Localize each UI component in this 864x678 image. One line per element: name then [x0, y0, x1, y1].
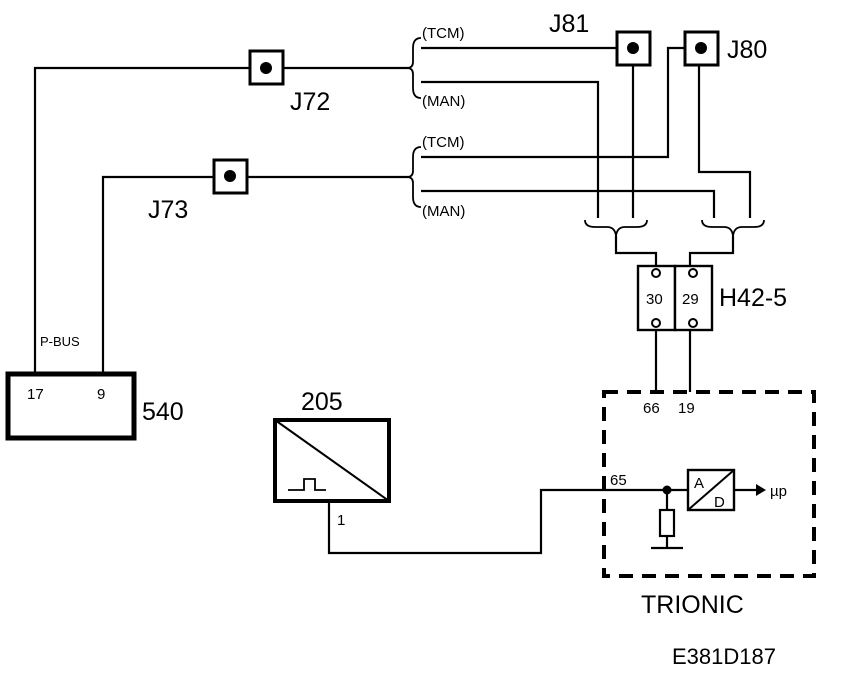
j72-connector [248, 49, 285, 86]
component-205-label: 205 [301, 388, 343, 416]
lower-branch-brace [406, 146, 422, 208]
ad-converter [686, 468, 736, 512]
h42-5-pin-30: 30 [646, 291, 663, 308]
microprocessor-label: µp [770, 483, 787, 500]
merge-wire-left [614, 236, 658, 268]
trionic-box [602, 390, 816, 578]
sensor-signal-wire [327, 488, 604, 555]
h42-5-pin-29: 29 [682, 291, 699, 308]
trionic-pin-19: 19 [678, 400, 695, 417]
j80-label: J80 [727, 36, 767, 64]
ad-converter-d-label: D [714, 494, 725, 511]
merge-wire-right [688, 236, 735, 268]
lower-man-wire [421, 189, 716, 218]
merge-brace-left [584, 219, 648, 237]
top-branch-brace [406, 37, 422, 99]
component-540-box [5, 371, 137, 441]
h42-5-label: H42-5 [719, 284, 787, 312]
j73-label: J73 [148, 196, 188, 224]
component-540-pin-9: 9 [97, 386, 105, 403]
component-205-pin-1: 1 [337, 512, 345, 529]
j80-connector [683, 30, 720, 67]
pull-down-resistor [658, 508, 676, 538]
top-branch-tcm-label: (TCM) [422, 25, 464, 42]
pulse-signal-icon [288, 478, 326, 491]
j81-connector [615, 30, 652, 67]
component-540-label: 540 [142, 398, 184, 426]
lower-tcm-wire [421, 46, 685, 159]
top-branch-man-label: (MAN) [422, 93, 465, 110]
ad-output-arrow-icon [756, 484, 766, 496]
lower-branch-tcm-label: (TCM) [422, 134, 464, 151]
j80-down-wire [697, 65, 752, 218]
merge-brace-right [701, 219, 765, 237]
trionic-pin-66: 66 [643, 400, 660, 417]
j72-label: J72 [290, 88, 330, 116]
h42-5-connector [636, 264, 714, 332]
p-bus-label: P-BUS [40, 334, 80, 349]
component-205-box [273, 418, 391, 503]
figure-code: E381D187 [672, 644, 776, 669]
j81-label: J81 [549, 10, 589, 38]
p-bus-wire-1 [33, 66, 250, 374]
j73-connector [212, 158, 249, 195]
trionic-label: TRIONIC [641, 591, 744, 619]
p-bus-wire-2 [101, 175, 214, 374]
ad-converter-a-label: A [694, 475, 704, 492]
top-man-wire [421, 80, 600, 218]
lower-branch-man-label: (MAN) [422, 203, 465, 220]
trionic-pin-65: 65 [610, 472, 627, 489]
component-540-pin-17: 17 [27, 386, 44, 403]
